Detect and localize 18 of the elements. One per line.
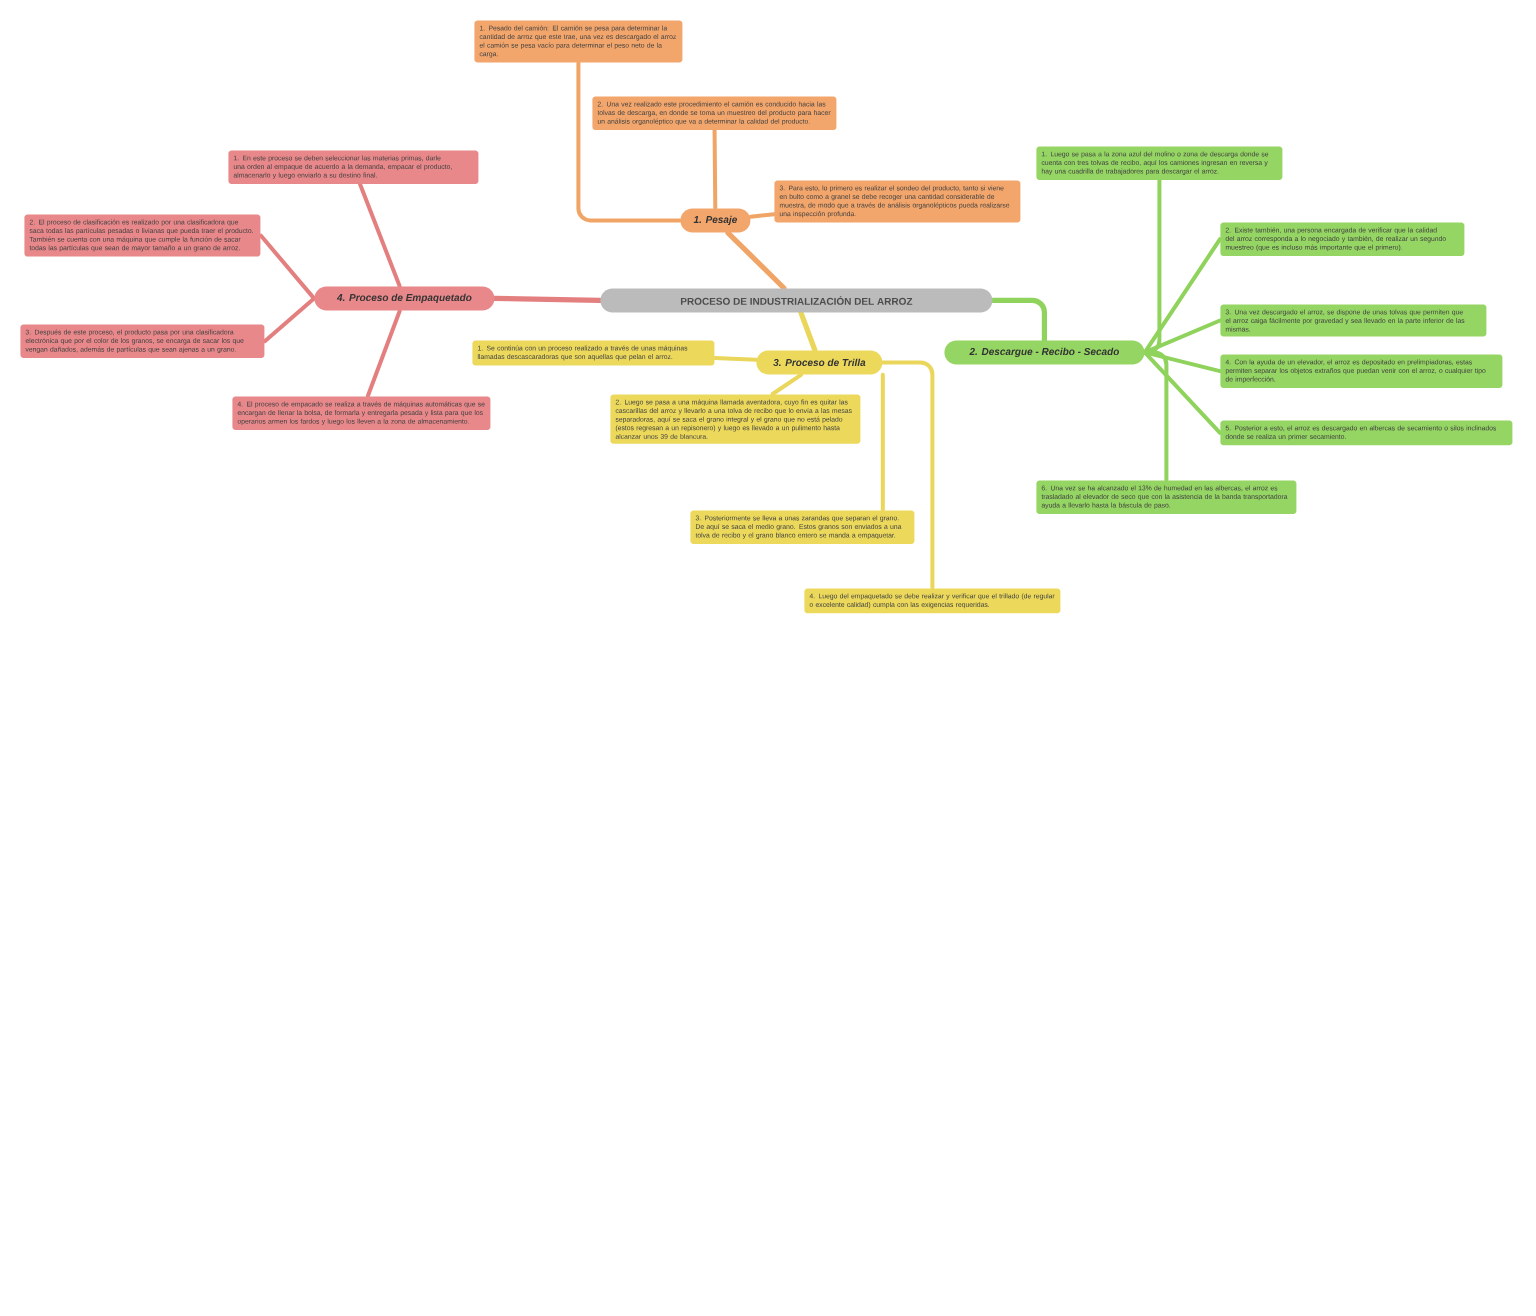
branch-line	[712, 356, 758, 362]
branch-line	[880, 372, 885, 512]
branch-line	[798, 310, 818, 353]
branch-line	[770, 372, 804, 396]
branch-line	[365, 308, 402, 398]
branch-line	[725, 230, 787, 291]
branch-line	[358, 182, 402, 288]
branch-line	[258, 233, 316, 301]
branch-line	[1142, 318, 1222, 355]
branch-line	[990, 297, 1047, 343]
branch-line	[712, 128, 718, 210]
branch-line	[576, 61, 682, 223]
branch-line	[1142, 237, 1222, 355]
branch-line	[1142, 350, 1222, 435]
branch-line	[492, 295, 603, 303]
branch-line	[748, 212, 776, 219]
branch-line	[262, 296, 316, 344]
branch-line	[880, 360, 935, 590]
